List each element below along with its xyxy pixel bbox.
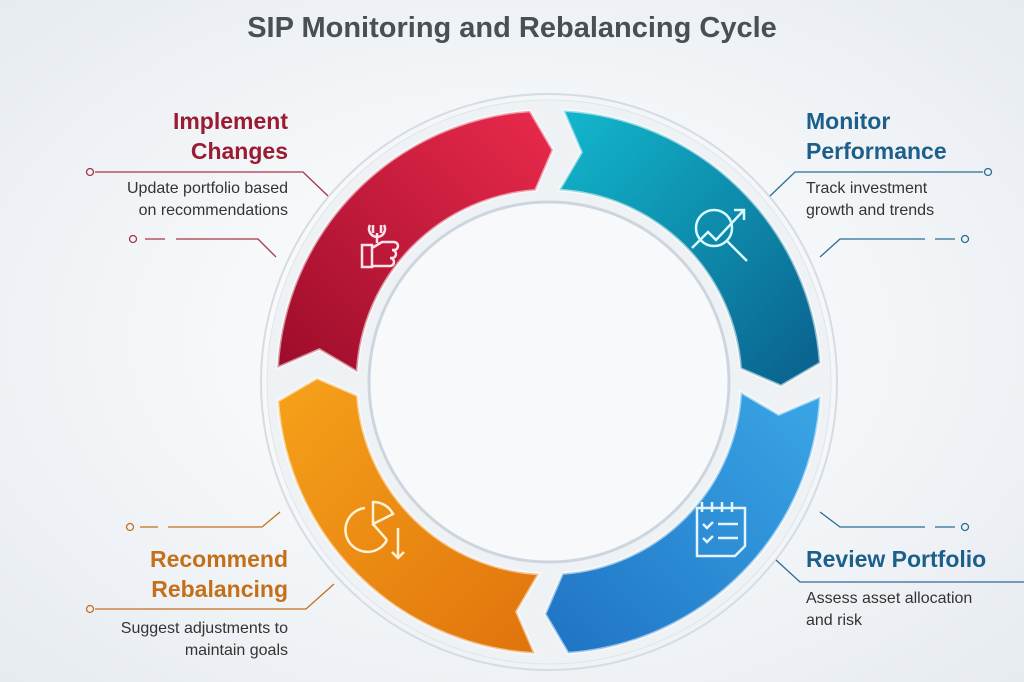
desc-line: Suggest adjustments to: [120, 620, 288, 637]
desc-line: Assess asset allocation: [806, 590, 973, 607]
desc-line: maintain goals: [184, 642, 288, 659]
desc-line: on recommendations: [138, 202, 288, 219]
desc-line: growth and trends: [806, 202, 935, 219]
wrench-thumb-icon: [360, 224, 400, 269]
step-monitor-desc: Track investment growth and trends: [806, 178, 934, 222]
pie-chart-icon: [344, 500, 405, 560]
step-review-desc: Assess asset allocation and risk: [806, 588, 972, 632]
title-line: Recommend: [149, 546, 288, 572]
title-line: Monitor: [806, 108, 891, 134]
desc-line: Update portfolio based: [127, 180, 288, 197]
step-review-title: Review Portfolio: [806, 544, 986, 574]
diagram-title: SIP Monitoring and Rebalancing Cycle: [247, 12, 777, 44]
title-line: Changes: [190, 138, 288, 164]
checklist-icon: [695, 502, 747, 558]
title-line: Rebalancing: [151, 576, 288, 602]
title-line: Review Portfolio: [806, 546, 987, 572]
title-line: Performance: [806, 138, 947, 164]
segment-review: [543, 389, 823, 655]
step-recommend-desc: Suggest adjustments to maintain goals: [60, 618, 288, 662]
chart-search-icon: [691, 208, 748, 262]
segment-implement: [275, 109, 555, 375]
segment-monitor: [556, 108, 822, 388]
step-implement-desc: Update portfolio based on recommendations: [60, 178, 288, 222]
desc-line: and risk: [806, 612, 863, 629]
segment-recommend: [276, 376, 542, 656]
desc-line: Track investment: [806, 180, 928, 197]
title-line: Implement: [172, 108, 288, 134]
